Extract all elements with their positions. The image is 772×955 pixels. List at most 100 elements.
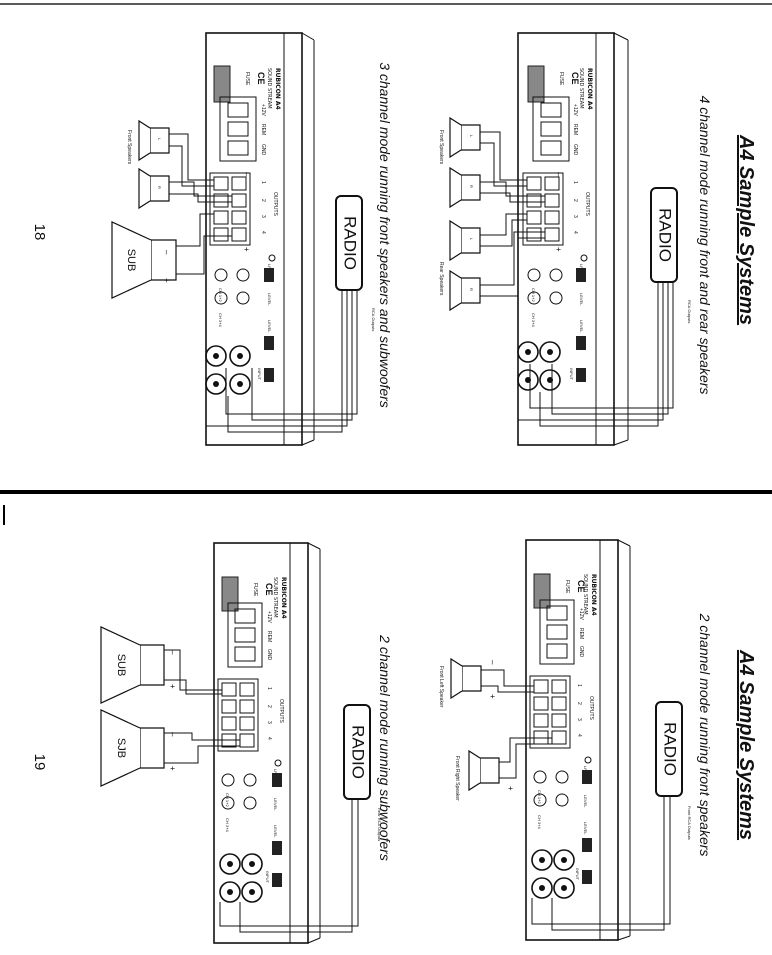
svg-text:2: 2 — [576, 702, 582, 705]
svg-text:–: – — [554, 172, 563, 177]
sub-label: SJB — [115, 738, 127, 758]
sub-brand-label: SOUND STREAM — [578, 68, 584, 109]
rca-cables — [205, 290, 358, 433]
svg-text:R: R — [469, 288, 474, 291]
power-12v: +12V — [572, 104, 578, 116]
svg-text:L: L — [157, 138, 162, 141]
svg-text:LEVEL: LEVEL — [267, 320, 272, 333]
svg-text:3: 3 — [576, 718, 582, 721]
svg-text:+12V: +12V — [260, 104, 266, 116]
radio-label: RADIO — [661, 722, 680, 776]
ce-mark: CE — [570, 72, 580, 85]
xover-knob-icon — [549, 268, 563, 282]
panel-top-right: A4 Sample Systems 4 channel mode running… — [438, 32, 757, 446]
subwoofer-icon — [100, 626, 165, 787]
power-led-icon — [580, 254, 588, 262]
svg-text:CH 3+4: CH 3+4 — [531, 313, 536, 327]
fuse-block — [213, 65, 231, 103]
radio-box — [655, 701, 683, 797]
sub-label: SUB — [115, 654, 127, 677]
speaker-wires — [481, 669, 552, 779]
power-terminal-block — [532, 96, 570, 162]
svg-text:OUTPUTS: OUTPUTS — [278, 699, 284, 724]
rca-outputs-label: RCA Outputs — [687, 300, 692, 323]
svg-text:LEVEL: LEVEL — [579, 293, 584, 306]
svg-text:2: 2 — [266, 705, 272, 708]
switch-icon — [576, 268, 586, 282]
svg-text:CH 3+4: CH 3+4 — [218, 313, 223, 327]
rca-jack-icon — [219, 853, 241, 875]
svg-text:CE: CE — [576, 580, 586, 593]
svg-text:OUTPUTS: OUTPUTS — [588, 696, 594, 721]
svg-text:REM: REM — [578, 628, 584, 639]
panel-header: A4 Sample Systems — [735, 134, 757, 325]
svg-text:REM: REM — [266, 631, 272, 642]
svg-text:+: + — [506, 786, 515, 791]
svg-text:4: 4 — [260, 231, 266, 234]
speaker-label: Front Left Speaker — [438, 666, 444, 708]
speaker-icon — [449, 116, 481, 312]
svg-text:4: 4 — [266, 737, 272, 740]
svg-text:CE: CE — [256, 72, 266, 85]
switch-icon — [582, 770, 592, 784]
svg-text:CH 3+4: CH 3+4 — [225, 818, 230, 832]
switch-icon — [272, 773, 282, 787]
svg-text:–: – — [506, 752, 515, 757]
output-terminal-block — [529, 675, 571, 749]
subwoofer-icon — [111, 221, 177, 299]
svg-text:3: 3 — [572, 215, 578, 218]
fuse-block — [533, 573, 551, 609]
panel-bottom-left: 2 channel mode running subwoofers RUBICO… — [100, 542, 393, 944]
svg-text:R: R — [157, 186, 162, 189]
svg-text:1: 1 — [260, 181, 266, 184]
svg-text:1: 1 — [266, 687, 272, 690]
speaker-icon — [450, 657, 500, 792]
svg-text:+: + — [162, 278, 171, 283]
power-rem: REM — [572, 124, 578, 135]
speaker-wires — [169, 133, 232, 275]
fuse-block — [527, 65, 545, 103]
svg-text:GND: GND — [260, 144, 266, 156]
svg-text:INPUT: INPUT — [575, 868, 580, 881]
svg-text:1: 1 — [572, 181, 578, 184]
fuse-label: FUSE — [558, 72, 564, 86]
svg-text:–: – — [242, 172, 251, 177]
svg-text:CH 3+4: CH 3+4 — [537, 815, 542, 829]
radio-box — [335, 195, 363, 291]
svg-text:CH 1+2: CH 1+2 — [531, 288, 536, 302]
power-led-icon — [268, 254, 276, 262]
speaker-icon — [138, 119, 170, 210]
svg-text:CE: CE — [264, 583, 274, 596]
svg-text:FUSE: FUSE — [244, 72, 250, 86]
panel-caption: 3 channel mode running front speakers an… — [377, 62, 393, 408]
svg-text:LEVEL: LEVEL — [267, 293, 272, 306]
rca-jack-icon — [205, 345, 227, 367]
svg-text:L: L — [469, 135, 474, 138]
power-terminal-block — [227, 602, 263, 668]
panel-bottom-right: A4 Sample Systems 2 channel mode running… — [438, 539, 757, 941]
speaker-group-label: Front Speakers — [126, 130, 132, 165]
svg-text:CH 1+2: CH 1+2 — [218, 288, 223, 302]
svg-text:–: – — [162, 250, 171, 255]
svg-text:+12V: +12V — [578, 608, 584, 620]
brand-label: RUBICON A4 — [280, 577, 287, 619]
speaker-group-label: Rear Speakers — [438, 262, 444, 296]
rca-jack-icon — [517, 341, 539, 363]
radio-label: RADIO — [341, 216, 360, 270]
svg-text:LEVEL: LEVEL — [273, 798, 278, 811]
xover-knob-icon — [555, 770, 569, 784]
rca-jack-icon — [531, 849, 553, 871]
level-knob-icon — [236, 291, 250, 305]
power-terminal-block — [219, 96, 257, 162]
outputs-label: OUTPUTS — [584, 192, 590, 217]
svg-text:INPUT: INPUT — [265, 871, 270, 884]
rca-outputs-label: Rear RCA Outputs — [377, 808, 382, 841]
power-terminal-block — [539, 599, 575, 665]
output-terminal-block — [217, 678, 259, 752]
speaker-wires — [480, 131, 545, 297]
svg-text:+: + — [168, 766, 177, 771]
svg-text:4: 4 — [572, 231, 578, 234]
panel-top-left: 3 channel mode running front speakers an… — [111, 32, 393, 446]
speaker-label: Front Right Speaker — [454, 756, 460, 801]
amplifier-body — [213, 542, 309, 944]
